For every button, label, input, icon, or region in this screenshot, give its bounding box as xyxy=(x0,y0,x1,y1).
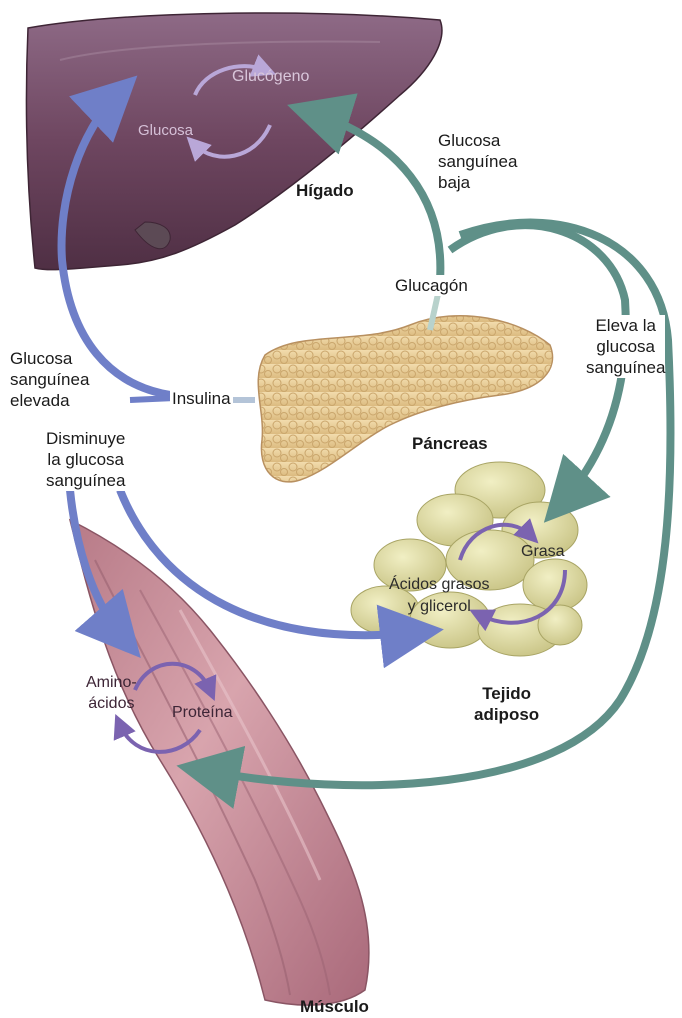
muscle-illustration xyxy=(70,520,369,1005)
liver-glucose-label: Glucosa xyxy=(138,120,193,141)
fat-label: Grasa xyxy=(521,541,565,562)
amino-acids-label: Amino- ácidos xyxy=(86,672,137,714)
insulin-label: Insulina xyxy=(170,388,233,409)
liver-title: Hígado xyxy=(296,180,354,201)
pancreas-title: Páncreas xyxy=(412,433,488,454)
muscle-title: Músculo xyxy=(300,996,369,1017)
lower-glucose-label: Disminuye la glucosa sanguínea xyxy=(46,428,125,491)
low-glucose-label: Glucosa sanguínea baja xyxy=(438,130,517,193)
glucagon-label: Glucagón xyxy=(392,275,471,296)
pancreas-illustration xyxy=(258,316,552,482)
adipose-title: Tejido adiposo xyxy=(474,683,539,725)
protein-label: Proteína xyxy=(172,702,232,723)
liver-glucogen-label: Glucógeno xyxy=(232,66,309,87)
fatty-acids-label: Ácidos grasos y glicerol xyxy=(389,574,490,618)
raise-glucose-label: Eleva la glucosa sanguínea xyxy=(586,315,665,378)
high-glucose-label: Glucosa sanguínea elevada xyxy=(10,348,89,411)
insulin-stem xyxy=(130,398,175,400)
